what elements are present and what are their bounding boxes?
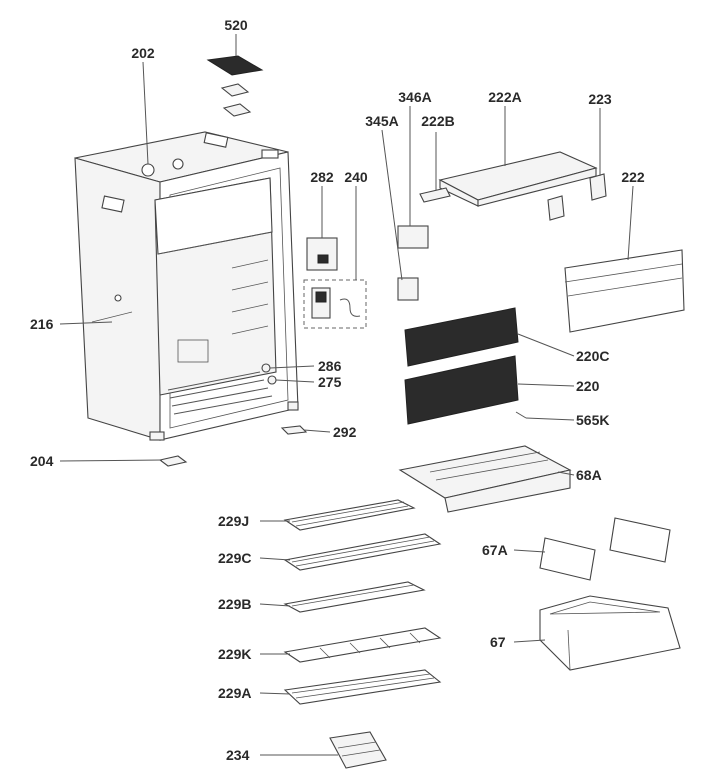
callout-220: 220 xyxy=(576,378,600,394)
part-220-condenser xyxy=(404,355,519,425)
leader-lines xyxy=(59,34,634,756)
refrigerator-cabinet xyxy=(74,131,299,441)
callout-286: 286 xyxy=(318,358,342,374)
callout-220C: 220C xyxy=(576,348,609,364)
shelf-229J xyxy=(283,499,416,531)
callout-222A: 222A xyxy=(488,89,521,105)
shelf-229A xyxy=(283,669,442,705)
shelf-229C xyxy=(283,533,442,571)
callout-229A: 229A xyxy=(218,685,251,701)
callout-223: 223 xyxy=(588,91,612,107)
part-240-thermostat-group xyxy=(303,279,367,329)
part-282-control-panel xyxy=(306,237,338,271)
callout-222: 222 xyxy=(621,169,645,185)
part-68A-tray xyxy=(398,445,572,513)
part-292 xyxy=(280,425,308,435)
callout-67A: 67A xyxy=(482,542,508,558)
part-223-hinges xyxy=(547,173,607,221)
callout-68A: 68A xyxy=(576,467,602,483)
part-67A-lids xyxy=(539,517,671,581)
part-67-crisper xyxy=(539,595,681,671)
part-222-door xyxy=(564,249,685,333)
callout-229K: 229K xyxy=(218,646,251,662)
callout-520: 520 xyxy=(224,17,248,33)
callout-67: 67 xyxy=(490,634,506,650)
callout-275: 275 xyxy=(318,374,342,390)
shelf-229K xyxy=(283,627,442,663)
shelf-229B xyxy=(283,581,426,613)
part-222A-door-frame xyxy=(419,151,598,207)
callout-292: 292 xyxy=(333,424,357,440)
callout-202: 202 xyxy=(131,45,155,61)
part-234-ice-tray xyxy=(329,731,387,769)
callout-346A: 346A xyxy=(398,89,431,105)
part-220C-condenser xyxy=(404,307,519,367)
callout-229B: 229B xyxy=(218,596,251,612)
callout-234: 234 xyxy=(226,747,250,763)
callout-216: 216 xyxy=(30,316,54,332)
callout-565K: 565K xyxy=(576,412,609,428)
callout-282: 282 xyxy=(310,169,334,185)
callout-345A: 345A xyxy=(365,113,398,129)
part-345A xyxy=(397,277,419,301)
callout-229J: 229J xyxy=(218,513,249,529)
part-565K-screw xyxy=(515,411,527,419)
callout-204: 204 xyxy=(30,453,54,469)
fittings-286-275 xyxy=(261,363,277,385)
callout-229C: 229C xyxy=(218,550,251,566)
part-204 xyxy=(158,455,188,467)
part-520-panels xyxy=(206,55,264,117)
callout-222B: 222B xyxy=(421,113,454,129)
part-346A xyxy=(397,225,429,249)
callout-240: 240 xyxy=(344,169,368,185)
